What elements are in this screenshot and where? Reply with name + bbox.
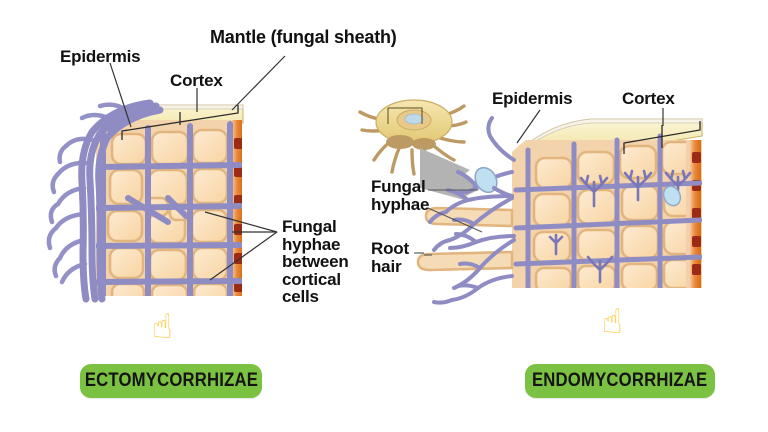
ecto-root-block <box>46 99 244 303</box>
label-cortex-left: Cortex <box>170 71 223 90</box>
caption-pill-endomycorrhizae[interactable]: ENDOMYCORRHIZAE <box>525 364 715 398</box>
label-mantle: Mantle (fungal sheath) <box>210 27 397 47</box>
ecto-external-hyphae <box>46 102 129 285</box>
hand-glyph-left: ☝ <box>152 308 173 346</box>
endo-root-hairs-group <box>416 116 516 305</box>
endo-leader-lines-2 <box>414 189 483 254</box>
label-cortex-right: Cortex <box>622 89 675 108</box>
endo-root-block <box>416 116 703 305</box>
ecto-leader-lines <box>109 55 286 281</box>
endo-intercellular-hyphae <box>513 133 702 288</box>
endo-leader-lines <box>516 108 664 144</box>
endo-epidermis-layer <box>515 118 703 157</box>
inset-wedge-lines <box>387 107 423 124</box>
label-epidermis-right: Epidermis <box>492 89 573 108</box>
endo-stele-cells <box>692 152 701 275</box>
inset-base-tufts <box>386 135 436 150</box>
endo-cortex-bracket <box>623 121 701 154</box>
label-fungal-hyphae-between-cortical-cells: Fungal hyphae between cortical cells <box>282 217 349 306</box>
ecto-mantle-sheath <box>46 99 164 303</box>
pointing-up-hand-icon-right: ☝ <box>602 305 623 339</box>
endo-vesicle <box>662 185 682 207</box>
endo-cortical-tissue <box>512 133 702 288</box>
inset-root-stele <box>404 113 424 125</box>
endo-root-hair <box>416 250 514 272</box>
fungus-root-disc-inset <box>358 99 468 176</box>
caption-pill-ectomycorrhizae[interactable]: ECTOMYCORRHIZAE <box>80 364 262 398</box>
label-epidermis-left: Epidermis <box>60 47 141 66</box>
ecto-cortex-bracket <box>121 105 239 140</box>
gray-transition-arrow <box>420 148 486 202</box>
pointing-up-hand-icon-left: ☝ <box>152 310 173 344</box>
endo-arbuscules <box>548 169 692 284</box>
endo-external-vesicle <box>474 166 498 194</box>
caption-text-endomycorrhizae: ENDOMYCORRHIZAE <box>532 370 708 391</box>
endo-vesicle-stalk <box>492 186 514 198</box>
ecto-cortical-tissue <box>96 120 242 296</box>
caption-text-ectomycorrhizae: ECTOMYCORRHIZAE <box>84 370 258 391</box>
label-fungal-hyphae-right: Fungal hyphae <box>371 177 430 214</box>
label-root-hair: Root hair <box>371 239 409 276</box>
hand-glyph-right: ☝ <box>602 303 623 341</box>
